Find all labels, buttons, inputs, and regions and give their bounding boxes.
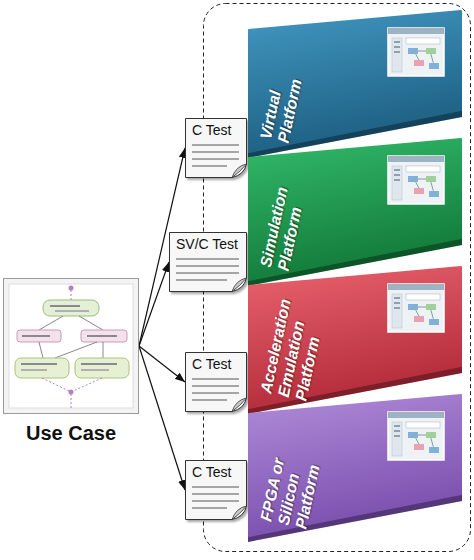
use-case-illustration	[3, 278, 139, 414]
use-case-label: Use Case	[3, 422, 139, 445]
arrow-connector	[139, 346, 185, 382]
test-label: C Test	[192, 356, 231, 372]
test-document: C Test	[185, 118, 247, 178]
test-label: SV/C Test	[176, 236, 238, 252]
arrow-connector	[139, 262, 169, 346]
platform-thumbnail	[388, 412, 444, 460]
use-case-box: Use Case	[3, 278, 139, 447]
test-document: C Test	[185, 352, 247, 412]
test-label: C Test	[192, 464, 231, 480]
arrow-connector	[139, 346, 185, 490]
platform-band: FPGA or Silicon Platform	[248, 394, 462, 542]
platform-thumbnail	[388, 284, 444, 332]
test-document: SV/C Test	[169, 232, 247, 292]
test-document: C Test	[185, 460, 247, 520]
test-label: C Test	[192, 122, 231, 138]
platform-thumbnail	[388, 28, 444, 76]
platform-band: Simulation Platform	[248, 138, 462, 286]
platform-thumbnail	[388, 156, 444, 204]
platform-band: Acceleration Emulation Platform	[248, 266, 462, 414]
platform-band: Virtual Platform	[248, 10, 462, 158]
